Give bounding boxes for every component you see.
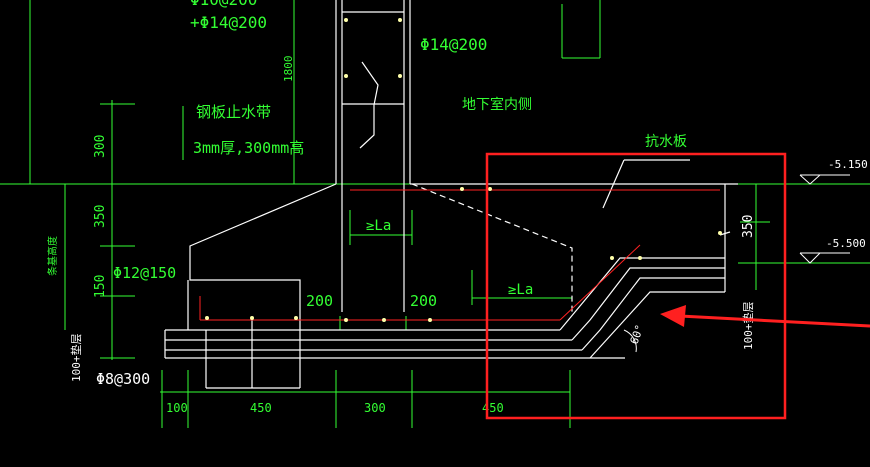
label-rebar-wall: Φ14@200 — [420, 35, 487, 54]
highlight-box — [485, 152, 787, 420]
dashed-edge — [411, 183, 573, 312]
label-dim-350-right: 350 — [741, 215, 756, 238]
label-steel-band-title: 钢板止水带 — [196, 103, 271, 121]
label-la-1: ≥La — [366, 218, 391, 234]
label-cushion-left: 100+垫层 — [69, 334, 83, 383]
label-steel-band-spec: 3mm厚,300mm高 — [193, 139, 304, 157]
label-dim-200a: 200 — [306, 292, 333, 310]
label-dim-150: 150 — [93, 275, 108, 298]
structure-outline — [164, 0, 738, 389]
label-dim-bottom-300: 300 — [364, 401, 386, 415]
label-rebar-bottom: Φ12@150 — [113, 264, 176, 282]
annotation-arrow — [660, 305, 870, 328]
label-rebar-top: Φ10@200 — [190, 0, 257, 9]
label-dim-350-left: 350 — [93, 205, 108, 228]
label-dim-bottom-450a: 450 — [250, 401, 272, 415]
label-dim-bottom-100: 100 — [166, 401, 188, 415]
label-angle: 60° — [628, 323, 647, 346]
rebar-red — [199, 189, 720, 321]
label-elev-2: -5.500 — [826, 237, 866, 250]
label-dim-300: 300 — [93, 135, 108, 158]
dimension-lines — [0, 0, 870, 428]
elevation-markers — [799, 174, 850, 264]
label-dim-bottom-450b: 450 — [482, 401, 504, 415]
label-rebar-stirrup: Φ8@300 — [96, 370, 150, 388]
label-dim-200b: 200 — [410, 292, 437, 310]
rebar-dots — [205, 18, 722, 322]
label-dim-1800: 1800 — [282, 56, 295, 83]
label-basement-inner: 地下室内侧 — [462, 96, 532, 113]
label-cushion-thick: 条基高度 — [46, 236, 59, 276]
label-elev-1: -5.150 — [828, 158, 868, 171]
label-anti-water-plate: 抗水板 — [645, 134, 687, 150]
label-cushion-right: 100+垫层 — [741, 302, 755, 351]
label-la-2: ≥La — [508, 282, 533, 298]
angle-arc — [623, 329, 637, 353]
label-rebar-top2: +Φ14@200 — [190, 13, 267, 32]
